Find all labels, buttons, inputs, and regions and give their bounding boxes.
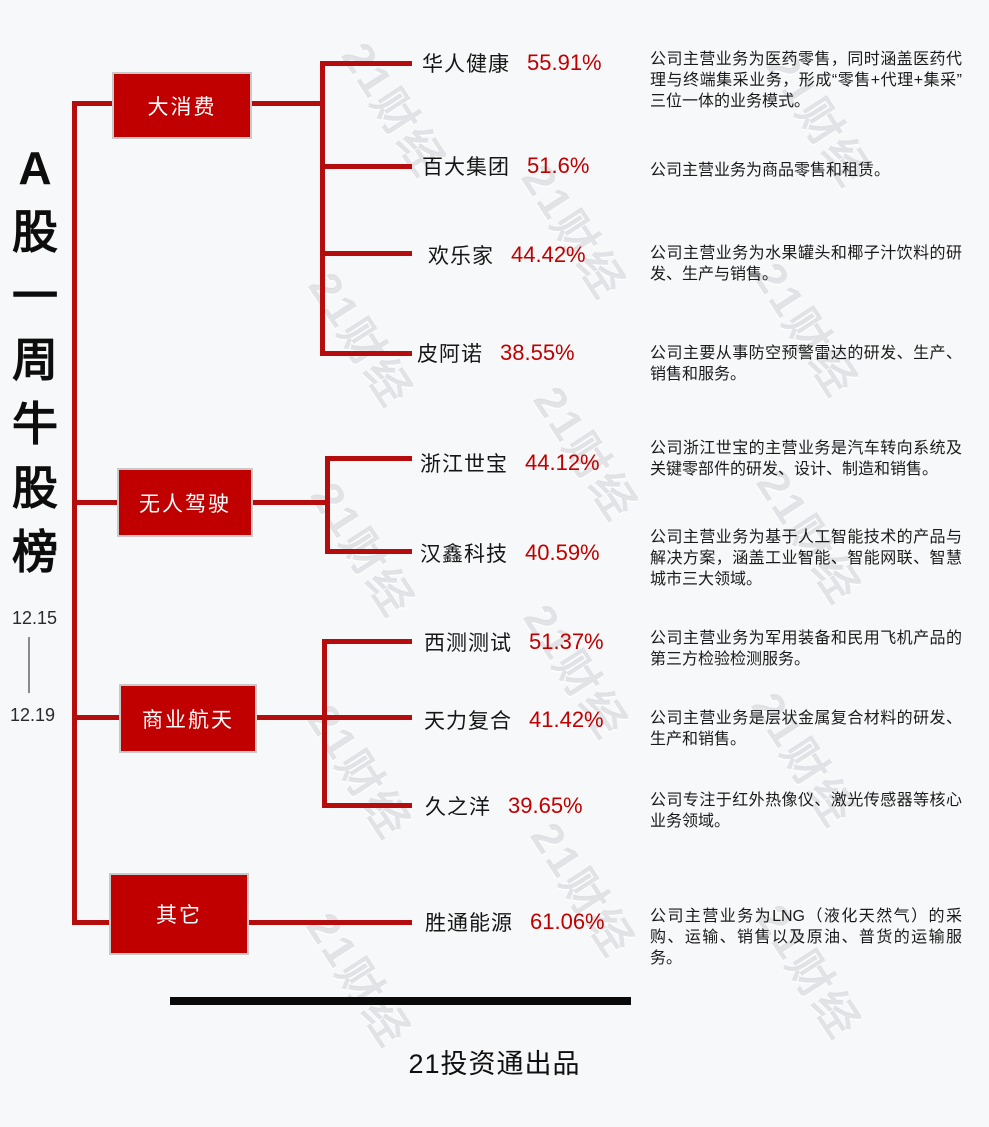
stock-gain-percent: 51.37% [529, 629, 604, 654]
stock-gain-percent: 61.06% [530, 909, 605, 934]
stock-description: 公司主营业务为LNG（液化天然气）的采购、运输、销售以及原油、普货的运输服务。 [650, 908, 962, 967]
category-box: 无人驾驶 [117, 468, 253, 537]
stock-gain-percent: 41.42% [529, 707, 604, 732]
watermark-21caijing: 21财经 [300, 474, 424, 627]
stock-description: 公司专注于红外热像仪、激光传感器等核心业务领域。 [650, 792, 962, 830]
stock-row: 皮阿诺 38.55% [417, 338, 575, 368]
date-start: 12.15 [12, 608, 58, 628]
stock-description: 公司主营业务为商品零售和租赁。 [650, 162, 891, 179]
stock-name: 皮阿诺 [417, 343, 483, 366]
stock-name: 胜通能源 [425, 912, 513, 935]
stock-row: 百大集团 51.6% [422, 151, 589, 181]
tree-connector-line [72, 101, 114, 106]
tree-tick-line [320, 251, 412, 256]
stock-gain-percent: 40.59% [525, 540, 600, 565]
tree-branch-line [320, 61, 325, 356]
stock-description: 公司主营业务为水果罐头和椰子汁饮料的研发、生产与销售。 [650, 245, 962, 283]
tree-tick-line [322, 639, 412, 644]
stock-description: 公司主营业务是层状金属复合材料的研发、生产和销售。 [650, 710, 962, 748]
stock-gain-percent: 44.12% [525, 450, 600, 475]
category-box: 其它 [109, 873, 249, 955]
tree-connector-line [257, 715, 327, 720]
tree-tick-line [322, 715, 412, 720]
stock-description: 公司主要从事防空预警雷达的研发、生产、销售和服务。 [650, 345, 962, 383]
tree-connector-line [72, 920, 111, 925]
tree-connector-line [253, 500, 330, 505]
stock-row: 欢乐家 44.42% [428, 240, 586, 270]
tree-tick-line [320, 61, 412, 66]
stock-description: 公司主营业务为军用装备和民用飞机产品的第三方检验检测服务。 [650, 630, 962, 668]
category-box: 大消费 [112, 72, 252, 139]
watermark-21caijing: 21财经 [296, 696, 420, 849]
stock-name: 久之洋 [425, 796, 491, 819]
stock-name: 华人健康 [422, 53, 510, 76]
stock-row: 久之洋 39.65% [425, 791, 583, 821]
stock-gain-percent: 44.42% [511, 242, 586, 267]
tree-branch-line [322, 639, 327, 808]
stock-name: 西测测试 [424, 632, 512, 655]
stock-description: 公司主营业务为基于人工智能技术的产品与解决方案，涵盖工业智能、智能网联、智慧城市… [650, 529, 962, 588]
stock-gain-percent: 39.65% [508, 793, 583, 818]
stock-description: 公司主营业务为医药零售，同时涵盖医药代理与终端集采业务，形成“零售+代理+集采”… [650, 51, 962, 110]
tree-tick-line [320, 351, 412, 356]
tree-trunk-line [72, 101, 77, 925]
stock-row: 胜通能源 61.06% [425, 907, 605, 937]
stock-gain-percent: 55.91% [527, 50, 602, 75]
tree-tick-line [249, 920, 412, 925]
tree-tick-line [320, 164, 412, 169]
tree-tick-line [322, 803, 412, 808]
tree-connector-line [72, 715, 121, 720]
tree-branch-line [325, 456, 330, 554]
tree-tick-line [325, 456, 412, 461]
category-box: 商业航天 [119, 684, 257, 753]
date-range-line [28, 637, 30, 693]
footer-brand: 21投资通出品 [408, 1049, 581, 1079]
stock-gain-percent: 51.6% [527, 153, 590, 178]
stock-name: 百大集团 [422, 156, 510, 179]
stock-name: 天力复合 [424, 710, 512, 733]
stock-row: 浙江世宝 44.12% [420, 448, 600, 478]
tree-tick-line [325, 549, 412, 554]
stock-name: 浙江世宝 [420, 453, 508, 476]
stock-row: 华人健康 55.91% [422, 48, 602, 78]
stock-row: 西测测试 51.37% [424, 627, 604, 657]
stock-gain-percent: 38.55% [500, 340, 575, 365]
stock-description: 公司浙江世宝的主营业务是汽车转向系统及关键零部件的研发、设计、制造和销售。 [650, 440, 962, 478]
watermark-21caijing: 21财经 [520, 814, 644, 967]
stock-name: 欢乐家 [428, 245, 494, 268]
date-end: 12.19 [10, 705, 56, 725]
tree-connector-line [252, 101, 325, 106]
footer-divider-bar [170, 997, 631, 1005]
tree-connector-line [72, 500, 119, 505]
stock-row: 汉鑫科技 40.59% [420, 538, 600, 568]
stock-row: 天力复合 41.42% [424, 705, 604, 735]
stock-name: 汉鑫科技 [420, 543, 508, 566]
watermark-21caijing: 21财经 [298, 264, 422, 417]
page-title: A股一周牛股榜 [12, 142, 58, 578]
